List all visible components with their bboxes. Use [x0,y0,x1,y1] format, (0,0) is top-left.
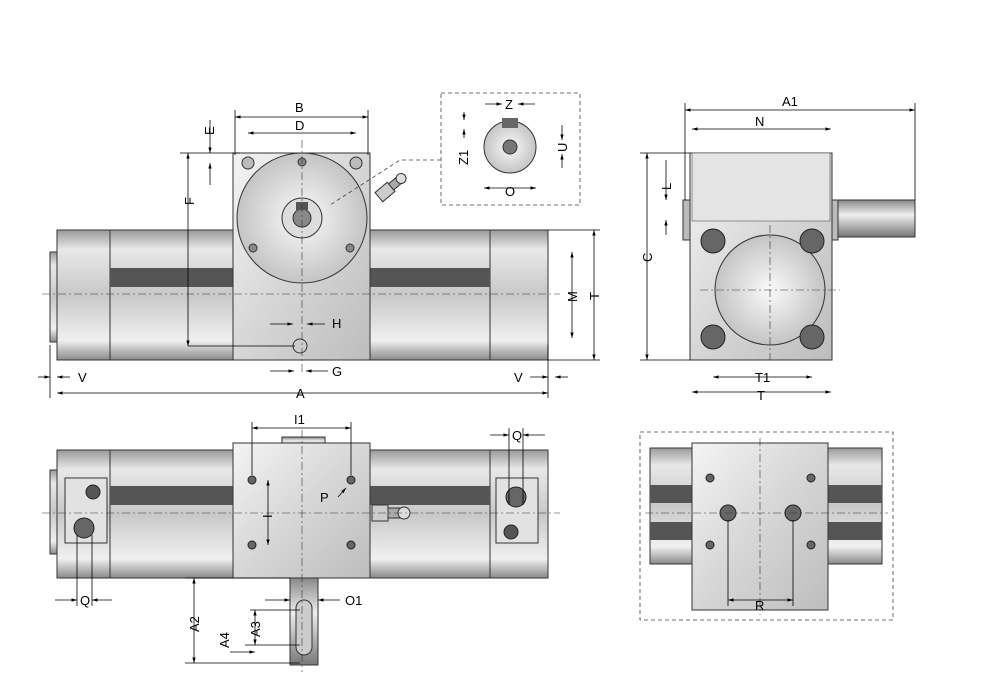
grease-fitting [374,173,407,203]
dim-T1: T1 [755,370,770,385]
dim-C: C [640,253,655,262]
mounting-view: R [639,431,894,621]
dim-A1: A1 [782,94,798,109]
dim-D: D [295,118,304,133]
dim-Z: Z [505,97,513,112]
dim-V-left: V [78,370,87,385]
dim-I1: I1 [294,412,305,427]
dim-L: L [659,183,674,190]
dim-P: P [320,490,329,505]
dim-A3: A3 [248,621,263,637]
dim-O: O [505,184,515,199]
dim-F: F [182,197,197,205]
dim-Z1: Z1 [456,150,471,165]
dim-O1: O1 [345,593,362,608]
dim-I: I [260,514,275,518]
dim-G: G [332,364,342,379]
cap-right [489,229,549,361]
dim-A4: A4 [217,632,232,648]
shaft-detail: Z Z1 U O [329,92,581,206]
front-view: B D E F H G V V A M T [38,100,602,401]
dim-Q-left: Q [80,593,90,608]
dim-T-side: T [757,388,765,403]
dim-Q-right: Q [512,428,522,443]
dim-E: E [202,126,217,135]
dim-T: T [587,292,602,300]
dim-R: R [755,598,764,613]
dim-M: M [565,291,580,302]
cap-left [56,229,111,361]
dim-A2: A2 [187,616,202,632]
dim-A: A [296,386,305,401]
side-view: A1 N L C T1 T [640,94,916,403]
top-view: I1 Q P I Q O1 A2 A3 A4 [42,412,560,672]
dim-H: H [332,316,341,331]
dim-V-right: V [514,370,523,385]
output-shaft [831,199,916,238]
dim-B: B [295,100,304,115]
dim-N: N [755,114,764,129]
dim-U: U [555,143,570,152]
